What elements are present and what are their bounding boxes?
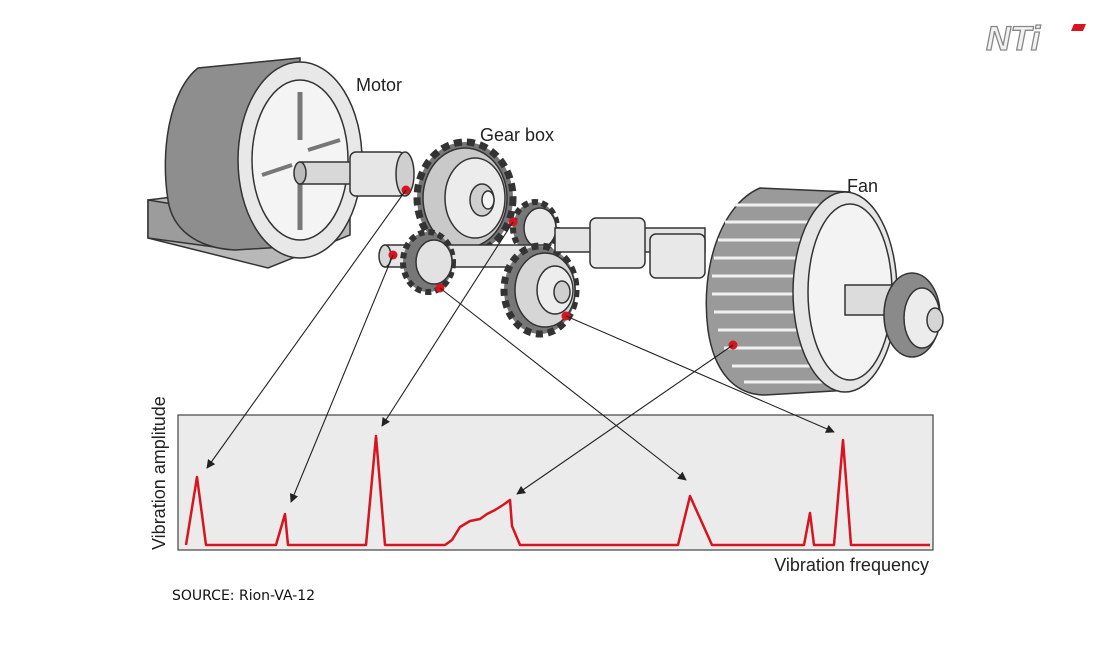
- arrow-lower-gear: [439, 287, 687, 481]
- motor-face: [251, 79, 349, 241]
- vibration-spectrum-line: [184, 434, 930, 547]
- arrow-output-gear: [565, 315, 835, 433]
- arrow-fan: [516, 344, 734, 495]
- nti-logo: NTi: [985, 20, 1086, 56]
- label-motor: Motor: [356, 75, 402, 95]
- label-fan: Fan: [847, 176, 878, 196]
- output-coupling: [589, 217, 646, 269]
- source-caption: SOURCE: Rion-VA-12: [172, 588, 316, 604]
- gearbox: [378, 138, 706, 338]
- motor: [147, 57, 415, 269]
- label-gearbox: Gear box: [480, 125, 554, 145]
- spectrum-plot-area: [177, 414, 934, 551]
- label-y-axis: Vibration amplitude: [149, 396, 169, 550]
- gear-input-large: [413, 138, 517, 258]
- arrow-input-gear: [381, 221, 514, 427]
- gear-output: [500, 242, 580, 338]
- nti-logo-accent: [1071, 24, 1086, 31]
- nti-logo-text: NTi: [986, 20, 1042, 56]
- arrow-lower-shaft: [289, 254, 394, 503]
- arrow-motor: [206, 189, 407, 469]
- arrows: [206, 189, 835, 503]
- label-x-axis: Vibration frequency: [774, 555, 929, 575]
- gear-lower-left: [400, 229, 456, 295]
- fan: [705, 187, 944, 396]
